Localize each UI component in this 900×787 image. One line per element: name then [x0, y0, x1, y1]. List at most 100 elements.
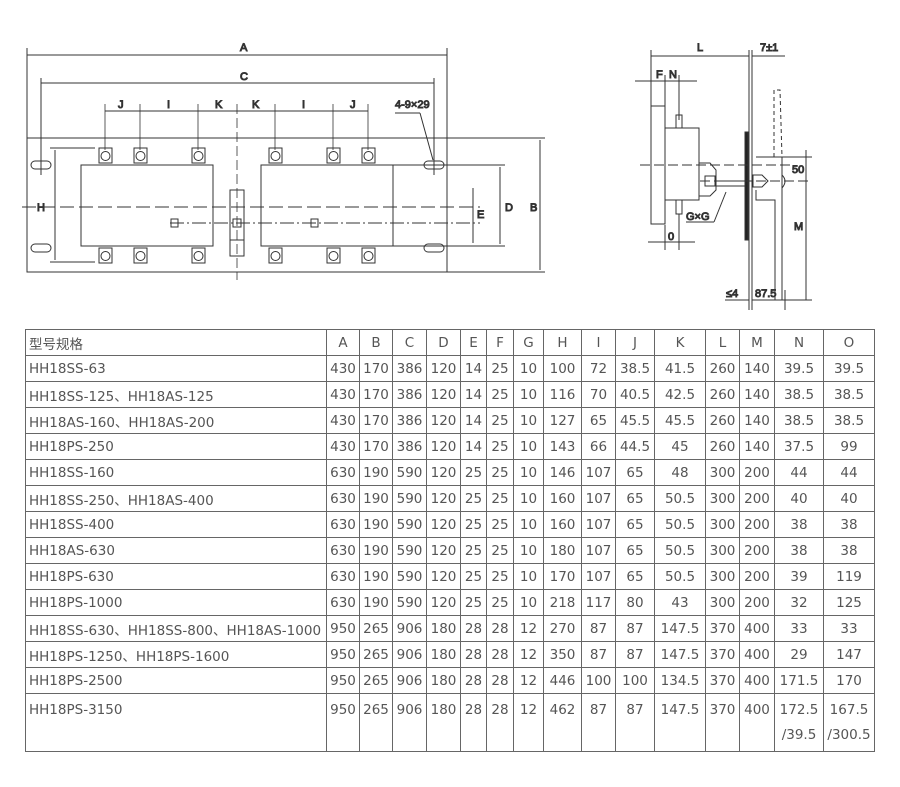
model-cell: HH18AS-630 — [25, 537, 327, 564]
value-cell: 120 — [426, 459, 461, 486]
value-cell: 25 — [486, 407, 514, 434]
value-cell: 39.5 — [823, 355, 875, 382]
terminals — [98, 147, 376, 264]
label-H: H — [37, 202, 45, 214]
value-cell: 107 — [581, 511, 616, 538]
value-cell: 950 — [326, 615, 360, 642]
value-cell: 120 — [426, 407, 461, 434]
value-cell: 190 — [359, 537, 393, 564]
column-header: A — [326, 329, 360, 356]
value-cell: 260 — [705, 355, 740, 382]
value-cell: 143 — [543, 433, 582, 460]
value-cell: 160 — [543, 511, 582, 538]
value-cell: 38 — [774, 537, 824, 564]
value-cell: 14 — [460, 355, 487, 382]
value-cell: 14 — [460, 433, 487, 460]
value-cell: 40.5 — [615, 381, 655, 408]
value-cell: 10 — [513, 433, 544, 460]
value-cell: 140 — [739, 381, 775, 408]
value-cell: 300 — [705, 537, 740, 564]
model-cell: HH18AS-160、HH18AS-200 — [25, 407, 327, 434]
value-cell: 430 — [326, 433, 360, 460]
value-cell: 65 — [615, 537, 655, 564]
value-cell: 630 — [326, 511, 360, 538]
value-cell: 29 — [774, 641, 824, 668]
label-I: I — [302, 99, 305, 111]
value-cell: 14 — [460, 407, 487, 434]
value-cell: 630 — [326, 485, 360, 512]
value-cell: 12 — [513, 615, 544, 642]
value-cell: 28 — [486, 615, 514, 642]
value-cell: 10 — [513, 355, 544, 382]
value-cell: 590 — [392, 563, 427, 590]
value-cell: 25 — [486, 589, 514, 616]
value-cell: 45.5 — [615, 407, 655, 434]
value-cell: 180 — [426, 641, 461, 668]
value-cell: 28 — [460, 641, 487, 668]
value-cell: 12 — [513, 641, 544, 668]
label-C: C — [240, 71, 248, 83]
value-cell: 140 — [739, 433, 775, 460]
value-cell: 50.5 — [654, 563, 706, 590]
value-cell: 38.5 — [823, 381, 875, 408]
value-cell: 33 — [823, 615, 875, 642]
column-header: N — [774, 329, 824, 356]
value-cell: 120 — [426, 355, 461, 382]
value-cell: 265 — [359, 693, 393, 752]
value-cell: 25 — [486, 485, 514, 512]
value-cell: 190 — [359, 485, 393, 512]
value-cell: 190 — [359, 511, 393, 538]
label-N: N — [669, 69, 677, 81]
value-cell: 25 — [486, 381, 514, 408]
value-cell: 180 — [426, 693, 461, 752]
model-cell: HH18SS-630、HH18SS-800、HH18AS-1000 — [25, 615, 327, 642]
value-cell: 300 — [705, 563, 740, 590]
label-M: M — [794, 221, 803, 233]
value-cell: 87 — [581, 641, 616, 668]
value-cell: 430 — [326, 407, 360, 434]
value-cell: 171.5 — [774, 667, 824, 694]
value-cell: 107 — [581, 459, 616, 486]
value-cell: 265 — [359, 641, 393, 668]
value-cell: 39 — [774, 563, 824, 590]
value-cell: 25 — [460, 589, 487, 616]
value-cell: 120 — [426, 433, 461, 460]
value-cell: 200 — [739, 589, 775, 616]
value-cell: 370 — [705, 615, 740, 642]
value-cell: 590 — [392, 537, 427, 564]
value-cell: 630 — [326, 589, 360, 616]
value-cell: 200 — [739, 537, 775, 564]
value-cell: 125 — [823, 589, 875, 616]
value-cell: 260 — [705, 433, 740, 460]
label-F: F — [656, 69, 663, 81]
value-cell: 386 — [392, 433, 427, 460]
label-87-5: 87.5 — [755, 288, 776, 300]
value-cell: 44 — [823, 459, 875, 486]
label-E: E — [477, 209, 484, 221]
value-cell: 45 — [654, 433, 706, 460]
value-cell: 630 — [326, 537, 360, 564]
value-cell: 117 — [581, 589, 616, 616]
label-I: I — [167, 99, 170, 111]
value-cell: 180 — [426, 615, 461, 642]
dimension-drawings: A C J I K K I J 4-9×29 H E D B L — [22, 42, 812, 310]
value-cell: 120 — [426, 589, 461, 616]
value-cell: 107 — [581, 563, 616, 590]
side-view-drawing: L 7±1 F N G×G 0 50 M ≤4 87.5 — [635, 42, 812, 310]
value-cell: 950 — [326, 667, 360, 694]
value-cell: 44 — [774, 459, 824, 486]
label-50: 50 — [792, 164, 804, 176]
value-cell: 12 — [513, 693, 544, 752]
value-cell: 65 — [615, 511, 655, 538]
value-cell: 134.5 — [654, 667, 706, 694]
model-cell: HH18SS-400 — [25, 511, 327, 538]
value-cell: 65 — [581, 407, 616, 434]
value-cell: 10 — [513, 459, 544, 486]
model-cell: HH18PS-1250、HH18PS-1600 — [25, 641, 327, 668]
value-cell: 44.5 — [615, 433, 655, 460]
